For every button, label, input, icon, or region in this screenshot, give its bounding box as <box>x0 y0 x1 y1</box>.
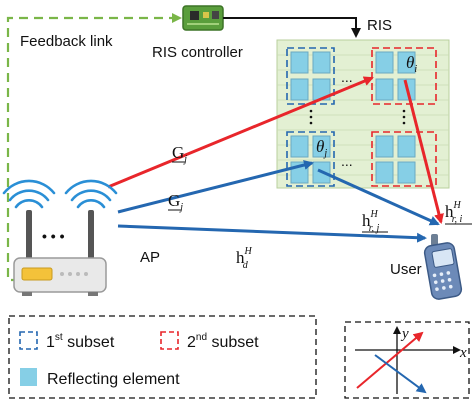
legend-box: 1st subset 2nd subset Reflecting element <box>8 315 317 399</box>
ris-label: RIS <box>367 17 392 34</box>
theta-j-label: θj <box>316 137 327 159</box>
legend-subset1-swatch <box>19 331 38 350</box>
reflecting-element <box>397 161 416 184</box>
ris-controller-icon <box>182 5 224 31</box>
ris-subset-top-right <box>371 47 437 105</box>
reflecting-element <box>375 78 394 101</box>
ris-subset-top-left <box>286 47 335 105</box>
user-phone-icon <box>423 234 463 300</box>
reflecting-element <box>375 51 394 74</box>
red-path-ap-to-ris <box>107 76 374 189</box>
legend-subset2-label: 2nd subset <box>187 332 259 351</box>
reflecting-element <box>397 51 416 74</box>
ris-ellipsis-vertical-left <box>309 109 313 125</box>
reflecting-element <box>397 135 416 158</box>
svg-text:Gj: Gj <box>172 143 187 165</box>
axis-y-label: y <box>400 326 409 342</box>
label-G-j-lower: Gj <box>168 191 183 213</box>
ris-subset-bottom-right <box>371 131 437 187</box>
blue-path-ris-to-user <box>317 168 440 226</box>
svg-text:hHd: hHd <box>236 246 253 271</box>
ris-ellipsis-horizontal: ... <box>341 69 353 85</box>
legend-reflecting-label: Reflecting element <box>47 371 180 388</box>
svg-text:Gj: Gj <box>168 191 183 213</box>
legend-subset2-swatch <box>160 331 179 350</box>
reflecting-element <box>290 135 309 158</box>
reflecting-element <box>312 51 331 74</box>
legend-reflecting-swatch <box>20 368 37 386</box>
reflecting-element <box>312 135 331 158</box>
blue-path-ap-to-ris <box>117 160 314 214</box>
svg-text:hHr, j: hHr, j <box>362 209 380 234</box>
ris-ellipsis-vertical-right <box>402 109 406 125</box>
ap-dots: • • • <box>42 228 65 244</box>
reflecting-element <box>375 161 394 184</box>
reflecting-element <box>290 78 309 101</box>
label-G-j-upper: Gj <box>172 143 187 165</box>
legend-subset1-label: 1st subset <box>46 332 115 351</box>
axis-x-label: x <box>459 345 467 361</box>
user-label: User <box>390 261 422 278</box>
controller-to-ris-arrow <box>223 17 361 38</box>
reflecting-element <box>290 51 309 74</box>
svg-text:hHr, i: hHr, i <box>445 200 463 225</box>
red-path-ris-to-user <box>403 79 444 224</box>
feedback-link-label: Feedback link <box>20 33 113 50</box>
ris-ellipsis-horizontal-bottom: ... <box>341 153 353 169</box>
reflecting-element <box>375 135 394 158</box>
blue-path-ap-to-user-direct <box>117 224 427 243</box>
axes-inset: x y <box>344 321 470 399</box>
ap-label: AP <box>140 249 160 266</box>
theta-i-label: θi <box>406 53 417 75</box>
ris-controller-label: RIS controller <box>152 44 243 61</box>
access-point-icon <box>2 179 118 296</box>
